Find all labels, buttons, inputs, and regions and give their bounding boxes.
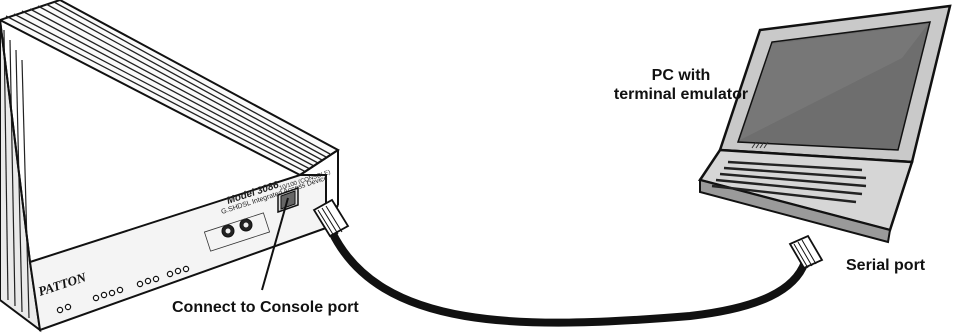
laptop-icon <box>700 6 950 242</box>
serial-port-label: Serial port <box>846 257 926 274</box>
pc-label-line2: terminal emulator <box>614 86 748 103</box>
rj45-cable-icon <box>314 200 822 323</box>
router-device-icon: PATTON Model 3086 G.SHDSL Integrated Acc… <box>0 0 338 330</box>
rj45-connector-right <box>790 236 822 268</box>
pc-label-line1: PC with <box>652 67 711 84</box>
console-port-label: Connect to Console port <box>172 299 359 316</box>
